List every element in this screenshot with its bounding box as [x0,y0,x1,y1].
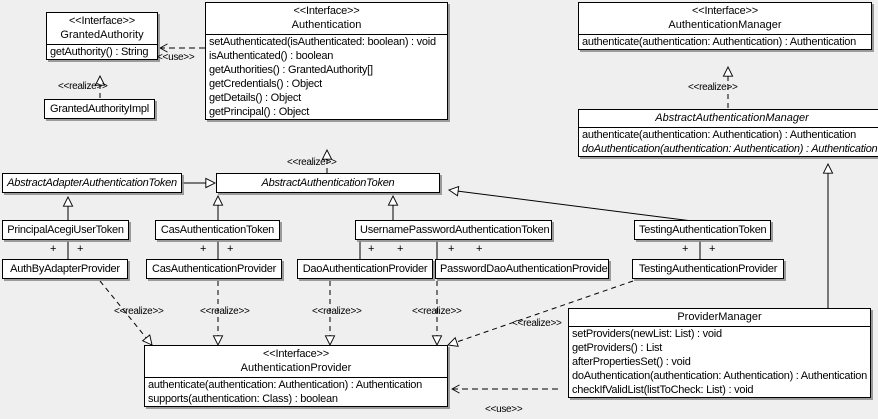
class-authentication-manager[interactable]: <<Interface>> AuthenticationManager auth… [578,2,872,50]
class-name-label: AuthenticationManager [668,19,782,31]
class-member: getAuthorities() : GrantedAuthority[] [209,64,373,76]
edge-label-realize-authbyadapterprovider: <<realize>> [114,306,164,317]
class-member: afterPropertiesSet() : void [572,356,691,368]
edge-label-use-authentication-grantedauthority: <<use>> [157,52,195,63]
class-name-label: Authentication [291,19,362,31]
class-header-authentication-provider: <<Interface>> AuthenticationProvider [145,346,447,378]
class-cas-authentication-provider[interactable]: CasAuthenticationProvider [146,259,282,279]
class-header-provider-manager: ProviderManager [569,309,870,327]
class-name-label: AbstractAuthenticationToken [261,177,395,189]
class-authentication[interactable]: <<Interface>> Authentication setAuthenti… [205,2,448,120]
class-testing-authentication-token[interactable]: TestingAuthenticationToken [634,220,771,240]
class-password-dao-authentication-provider[interactable]: PasswordDaoAuthenticationProvider [435,259,609,279]
association-marker-plus: + [448,243,455,255]
association-marker-plus: + [200,243,207,255]
members-compartment-authentication-provider: authenticate(authentication: Authenticat… [145,378,447,406]
class-name-label: TestingAuthenticationToken [639,224,767,236]
class-abstract-authentication-manager[interactable]: AbstractAuthenticationManager authentica… [578,109,878,157]
class-member: authenticate(authentication: Authenticat… [582,129,857,141]
edge-label-realize-abstractauthenticationmanager: <<realize>> [688,82,738,93]
class-member: getCredentials() : Object [209,78,322,90]
class-abstract-authentication-token[interactable]: AbstractAuthenticationToken [216,173,440,193]
edge-label-realize-casauthenticationprovider: <<realize>> [200,306,250,317]
association-marker-plus: + [709,243,716,255]
class-name-label: PasswordDaoAuthenticationProvider [440,263,609,275]
class-member: supports(authentication: Class) : boolea… [148,393,338,405]
edge-label-realize-testingauthenticationprovider: <<realize>> [512,318,562,329]
class-header-authentication: <<Interface>> Authentication [206,3,447,35]
class-member: getAuthority() : String [50,46,149,58]
class-member: authenticate(authentication: Authenticat… [582,36,857,48]
class-member: checkIfValidList(listToCheck: List) : vo… [572,384,754,396]
class-abstract-adapter-authentication-token[interactable]: AbstractAdapterAuthenticationToken [2,173,182,193]
class-testing-authentication-provider[interactable]: TestingAuthenticationProvider [632,259,784,279]
edge-label-realize-passworddaoauthenticationprovider: <<realize>> [412,306,462,317]
class-name-label: AuthByAdapterProvider [10,263,120,275]
class-header-authentication-manager: <<Interface>> AuthenticationManager [579,3,871,35]
class-name-label: UsernamePasswordAuthenticationToken [360,224,550,236]
members-compartment-granted-authority: getAuthority() : String [47,45,157,59]
members-compartment-abstract-authentication-manager: authenticate(authentication: Authenticat… [579,128,878,156]
members-compartment-authentication-manager: authenticate(authentication: Authenticat… [579,35,871,49]
class-name-label: TestingAuthenticationProvider [638,263,778,275]
class-username-password-authentication-token[interactable]: UsernamePasswordAuthenticationToken [355,220,552,240]
class-name-label: GrantedAuthorityImpl [50,103,149,115]
association-marker-plus: + [368,243,375,255]
members-compartment-provider-manager: setProviders(newList: List) : void getPr… [569,327,870,397]
edge-label-realize-daoauthenticationprovider: <<realize>> [312,306,362,317]
edge-label-realize-grantedauthorityimpl: <<realize>> [58,81,108,92]
class-dao-authentication-provider[interactable]: DaoAuthenticationProvider [297,259,433,279]
class-header-granted-authority: <<Interface>> GrantedAuthority [47,13,157,45]
class-name-label: ProviderManager [677,311,762,323]
class-authentication-provider[interactable]: <<Interface>> AuthenticationProvider aut… [144,345,448,407]
stereotype-label: <<Interface>> [69,15,135,27]
class-member: getPrincipal() : Object [209,106,310,118]
edge-label-use-providermanager-authenticationprovider: <<use>> [485,404,523,415]
class-name-label: DaoAuthenticationProvider [302,263,428,275]
association-marker-plus: + [397,243,404,255]
class-auth-by-adapter-provider[interactable]: AuthByAdapterProvider [2,259,128,279]
class-member: getProviders() : List [572,342,663,354]
class-header-abstract-authentication-manager: AbstractAuthenticationManager [579,110,878,128]
edge-label-realize-abstractauthenticationtoken: <<realize>> [287,157,337,168]
association-marker-plus: + [682,243,689,255]
members-compartment-authentication: setAuthenticated(isAuthenticated: boolea… [206,35,447,119]
class-granted-authority[interactable]: <<Interface>> GrantedAuthority getAuthor… [46,12,158,60]
class-name-label: AbstractAuthenticationManager [655,112,809,124]
class-member: doAuthentication(authentication: Authent… [572,370,868,382]
class-member: isAuthenticated() : boolean [209,50,334,62]
class-name-label: CasAuthenticationToken [160,224,275,236]
association-marker-plus: + [227,243,234,255]
stereotype-label: <<Interface>> [692,5,758,17]
class-name-label: AuthenticationProvider [240,362,352,374]
association-marker-plus: + [50,243,57,255]
association-marker-plus: + [476,243,483,255]
class-member: doAuthentication(authentication: Authent… [582,143,878,155]
stereotype-label: <<Interface>> [263,348,329,360]
class-member: authenticate(authentication: Authenticat… [148,379,423,391]
stereotype-label: <<Interface>> [293,5,360,17]
class-name-label: PrincipalAcegiUserToken [7,224,124,236]
class-provider-manager[interactable]: ProviderManager setProviders(newList: Li… [568,308,871,398]
association-marker-plus: + [77,243,84,255]
class-member: getDetails() : Object [209,92,301,104]
class-member: setProviders(newList: List) : void [572,328,722,340]
class-granted-authority-impl[interactable]: GrantedAuthorityImpl [44,99,155,119]
class-name-label: CasAuthenticationProvider [152,263,276,275]
class-cas-authentication-token[interactable]: CasAuthenticationToken [155,220,280,240]
class-member: setAuthenticated(isAuthenticated: boolea… [209,36,436,48]
class-principal-acegi-user-token[interactable]: PrincipalAcegiUserToken [2,220,129,240]
edge-generalization-testingauthenticationtoken [449,190,701,223]
class-name-label: GrantedAuthority [60,29,144,41]
class-name-label: AbstractAdapterAuthenticationToken [7,177,177,189]
